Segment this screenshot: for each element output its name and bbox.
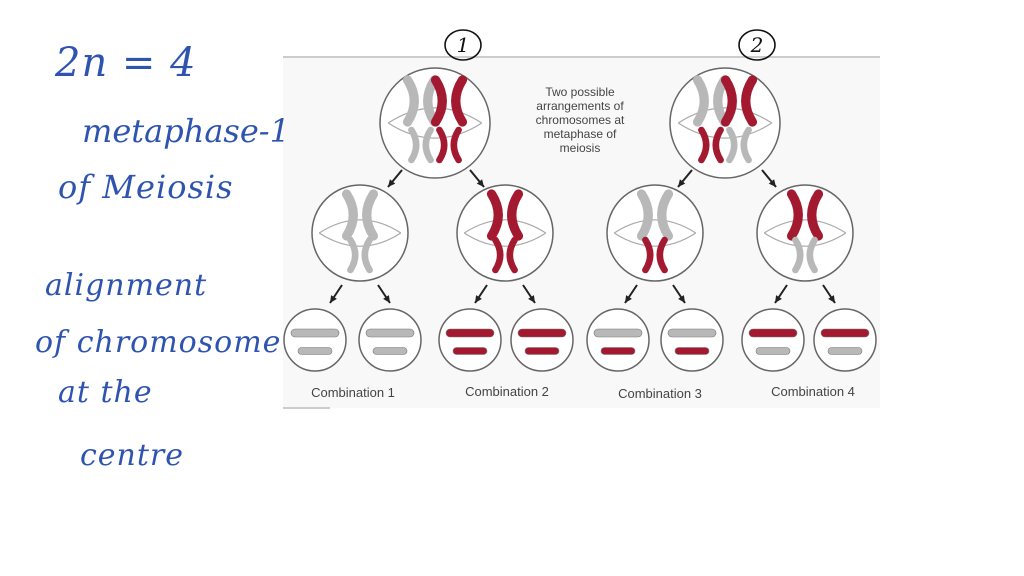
arrowhead-icon: [678, 179, 686, 187]
chromosome-gray: [636, 189, 674, 241]
chromosome-red: [698, 126, 724, 164]
note-alignment: alignment: [45, 268, 208, 303]
circled-number: 1: [457, 33, 470, 57]
caption-line: arrangements of: [536, 99, 624, 113]
cell-circle: [456, 184, 554, 282]
note-centre: centre: [80, 438, 185, 473]
arrowhead-icon: [476, 179, 484, 187]
spindle-fiber: [763, 232, 847, 247]
chromatid-gray: [290, 328, 340, 338]
arrowhead-icon: [383, 295, 390, 303]
note-at-the: at the: [58, 375, 153, 410]
arrowhead-icon: [625, 295, 632, 303]
note-ploidy: 2n = 4: [55, 40, 197, 86]
caption-line: Two possible: [545, 85, 615, 99]
spindle-fiber: [613, 219, 697, 234]
chromatid-red: [445, 328, 495, 338]
caption-line: metaphase of: [544, 127, 617, 141]
chromosome-red: [786, 189, 824, 241]
chromatid-red: [820, 328, 870, 338]
chromatid-red: [452, 347, 488, 355]
spindle-fiber: [463, 219, 547, 234]
spindle-fiber: [387, 122, 483, 139]
chromatid-gray: [297, 347, 333, 355]
arrowhead-icon: [528, 295, 535, 303]
chromosome-gray: [408, 126, 434, 164]
spindle-fiber: [318, 219, 402, 234]
chromosome-red: [436, 126, 462, 164]
spindle-fiber: [387, 107, 483, 124]
chromosome-gray: [347, 236, 373, 274]
chromosome-red: [720, 75, 758, 127]
combination-label: Combination 3: [618, 386, 702, 401]
chromatid-gray: [365, 328, 415, 338]
chromatid-gray: [827, 347, 863, 355]
chromosome-red: [486, 189, 524, 241]
arrowhead-icon: [475, 295, 482, 303]
cell-circle: [311, 184, 409, 282]
chromosome-red: [642, 236, 668, 274]
cell-circle: [283, 308, 347, 372]
combination-label: Combination 4: [771, 384, 855, 399]
circled-number-outline: [444, 29, 482, 61]
spindle-fiber: [318, 232, 402, 247]
arrowhead-icon: [828, 295, 835, 303]
chromatid-gray: [593, 328, 643, 338]
chromosome-red: [430, 75, 468, 127]
combination-label: Combination 1: [311, 385, 395, 400]
chromosome-gray: [341, 189, 379, 241]
cell-circle: [741, 308, 805, 372]
spindle-fiber: [763, 219, 847, 234]
chromosome-red: [492, 236, 518, 274]
arrowhead-icon: [775, 295, 782, 303]
circled-number-outline: [738, 29, 776, 61]
arrowhead-icon: [388, 179, 396, 187]
cell-circle: [586, 308, 650, 372]
combination-label: Combination 2: [465, 384, 549, 399]
spindle-fiber: [677, 107, 773, 124]
chromatid-red: [674, 347, 710, 355]
chromatid-red: [517, 328, 567, 338]
arrowhead-icon: [330, 295, 337, 303]
arrowhead-icon: [768, 179, 776, 187]
caption-line: meiosis: [560, 141, 601, 155]
chromatid-red: [748, 328, 798, 338]
spindle-fiber: [677, 122, 773, 139]
cell-circle: [813, 308, 877, 372]
caption-line: chromosomes at: [536, 113, 625, 127]
chromatid-gray: [372, 347, 408, 355]
circled-number: 2: [750, 33, 764, 57]
chromatid-gray: [667, 328, 717, 338]
chromatid-red: [524, 347, 560, 355]
cell-circle: [438, 308, 502, 372]
note-metaphase: metaphase-1: [82, 112, 290, 150]
chromosome-gray: [792, 236, 818, 274]
chromosome-gray: [726, 126, 752, 164]
chromatid-red: [600, 347, 636, 355]
cell-circle: [756, 184, 854, 282]
cell-circle: [358, 308, 422, 372]
cell-circle: [660, 308, 724, 372]
arrowhead-icon: [678, 295, 685, 303]
spindle-fiber: [613, 232, 697, 247]
chromatid-gray: [755, 347, 791, 355]
cell-circle: [606, 184, 704, 282]
note-of-meiosis: of Meiosis: [58, 168, 234, 206]
note-of-chromosome: of chromosome: [35, 325, 282, 360]
spindle-fiber: [463, 232, 547, 247]
cell-circle: [510, 308, 574, 372]
